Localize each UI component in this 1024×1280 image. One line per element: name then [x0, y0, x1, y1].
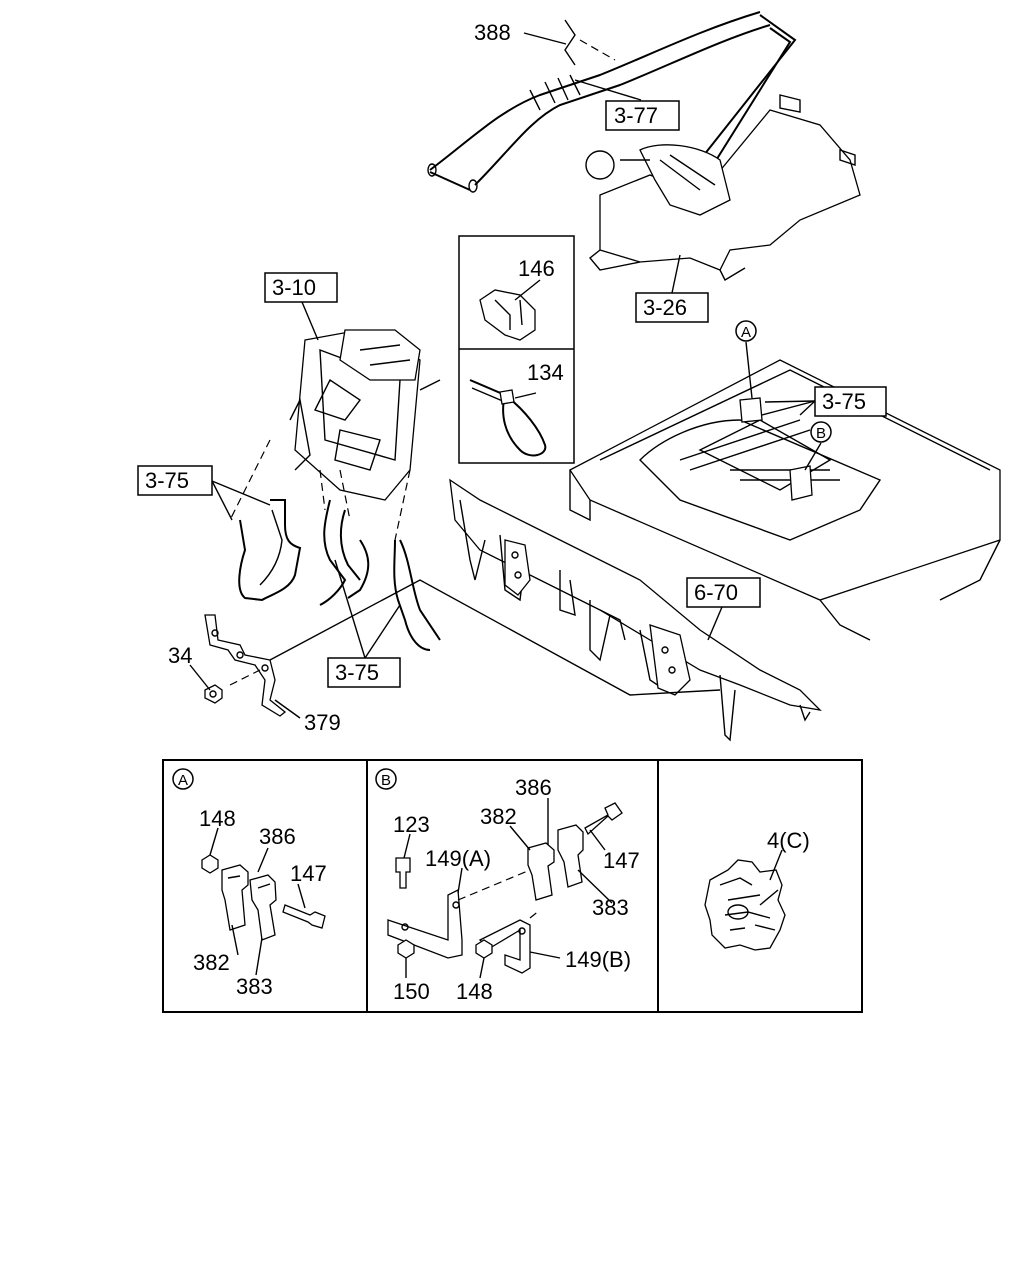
callout-379: 379	[304, 710, 341, 735]
ref-3-75-right: 3-75	[822, 389, 866, 414]
detail-b-386: 386	[515, 775, 552, 800]
bracket-plate-drawing	[585, 94, 861, 281]
inset-clip-tie	[458, 235, 575, 464]
detail-c-4c: 4(C)	[767, 828, 810, 853]
nut-148-drawing	[201, 854, 219, 874]
detail-b-147: 147	[603, 848, 640, 873]
frame-outline-line	[269, 579, 721, 696]
detail-a: A 148 386 147 382 383	[172, 768, 327, 999]
ref-3-26: 3-26	[643, 295, 687, 320]
detail-a-386: 386	[259, 824, 296, 849]
bolt-147-drawing	[282, 904, 326, 929]
small-bracket-379-drawing	[204, 614, 287, 717]
detail-b-149a: 149(A)	[425, 846, 491, 871]
clamp-drawing	[221, 864, 249, 931]
ref-6-70: 6-70	[694, 580, 738, 605]
detail-b: B 386 123 382 149(A) 147 383	[375, 768, 640, 1004]
detail-b-149b: 149(B)	[565, 947, 631, 972]
bracket-149b-drawing	[478, 919, 531, 974]
detail-b-123: 123	[393, 812, 430, 837]
valve-bracket-drawing	[289, 329, 441, 501]
ref-box-3-75-right	[814, 386, 887, 417]
callout-146: 146	[518, 256, 555, 281]
detail-b-382: 382	[480, 804, 517, 829]
frame-crossmember-drawing	[449, 478, 822, 742]
clamp-b-drawing	[527, 842, 555, 901]
detail-a-382: 382	[193, 950, 230, 975]
nut-148b-drawing	[475, 939, 493, 959]
floor-platform-drawing	[569, 359, 1001, 641]
mark-a-circle	[735, 320, 757, 342]
leader-lines	[189, 32, 822, 719]
bolt-147b-drawing	[584, 802, 623, 836]
mark-b: B	[816, 425, 826, 442]
detail-b-150: 150	[393, 979, 430, 1004]
detail-b-383: 383	[592, 895, 629, 920]
ref-box-6-70	[686, 577, 761, 608]
mark-a: A	[741, 324, 751, 341]
mark-b-circle	[810, 421, 832, 443]
ref-box-3-75-left	[137, 465, 213, 496]
ref-3-77: 3-77	[614, 103, 658, 128]
ref-3-75-left: 3-75	[145, 468, 189, 493]
nut-150-drawing	[397, 939, 415, 959]
ref-box-3-10	[264, 272, 338, 303]
ref-box-3-75-bottom	[327, 657, 401, 688]
callout-34: 34	[168, 643, 192, 668]
detail-b-mark: B	[381, 772, 391, 789]
detail-a-383: 383	[236, 974, 273, 999]
detail-c: 4(C)	[704, 828, 810, 951]
callout-388: 388	[474, 20, 511, 45]
ref-3-10: 3-10	[272, 275, 316, 300]
callout-134: 134	[527, 360, 564, 385]
ref-box-3-77	[605, 100, 680, 131]
detail-panels	[162, 759, 863, 1013]
detail-a-147: 147	[290, 861, 327, 886]
detail-b-148: 148	[456, 979, 493, 1004]
ref-3-75-bottom: 3-75	[335, 660, 379, 685]
detail-a-mark: A	[178, 772, 188, 789]
detail-a-148: 148	[199, 806, 236, 831]
ref-box-3-26	[635, 292, 709, 323]
leader-dashed	[229, 669, 261, 686]
bolt-123-drawing	[395, 857, 411, 889]
hose-assembly-drawing	[427, 11, 797, 193]
